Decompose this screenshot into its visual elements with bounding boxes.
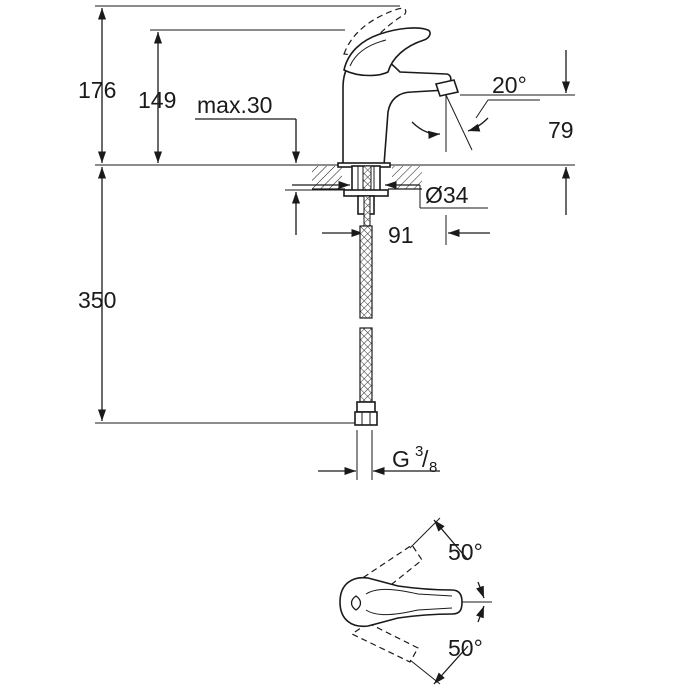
top-view-body: [339, 576, 463, 628]
top-view: 50° 50°: [339, 517, 492, 685]
rotation-lower-label: 50°: [448, 635, 483, 661]
dimension-outlet-height: 79: [548, 50, 574, 215]
dimension-thread: G 3 / 8: [318, 430, 440, 480]
dimension-spout-angle: 20°: [411, 72, 540, 152]
dimension-spout-height: 149: [138, 32, 176, 163]
aerator: [434, 79, 460, 97]
dimension-max-thickness: max.30: [195, 92, 345, 235]
outlet-height-label: 79: [548, 117, 574, 143]
spout-height-label: 149: [138, 87, 176, 113]
faucet-side-view: [337, 7, 460, 168]
hose-lower: [359, 327, 373, 403]
handle-rotated-lower: [350, 622, 419, 663]
spout-angle-label: 20°: [492, 72, 527, 98]
dimension-reach: 91: [322, 215, 490, 248]
hole-diameter-label: Ø34: [425, 182, 469, 208]
hose-connector-nut: [354, 411, 378, 426]
mounting-assembly: [343, 165, 389, 227]
mounting-washer: [343, 189, 389, 197]
lever-handle: [343, 27, 431, 77]
thread-numerator-label: 3: [415, 443, 423, 460]
handle-rotated-upper: [354, 544, 423, 601]
dimension-total-height: 176: [78, 8, 116, 163]
hose-length-label: 350: [78, 287, 116, 313]
flexible-hose: [354, 225, 378, 426]
hose-upper: [359, 225, 373, 319]
lever-raised-outline: [343, 7, 407, 57]
hose-ferrule: [356, 401, 376, 413]
dimension-hose-length: 350: [78, 167, 116, 421]
thread-denominator-label: 8: [429, 459, 437, 476]
reach-label: 91: [388, 222, 414, 248]
max-thickness-label: max.30: [197, 92, 272, 118]
countertop: [312, 166, 422, 190]
rotation-upper-label: 50°: [448, 539, 483, 565]
reference-lines: [95, 5, 575, 424]
thread-slash-label: /: [422, 446, 429, 472]
total-height-label: 176: [78, 77, 116, 103]
thread-prefix-label: G: [392, 446, 410, 472]
